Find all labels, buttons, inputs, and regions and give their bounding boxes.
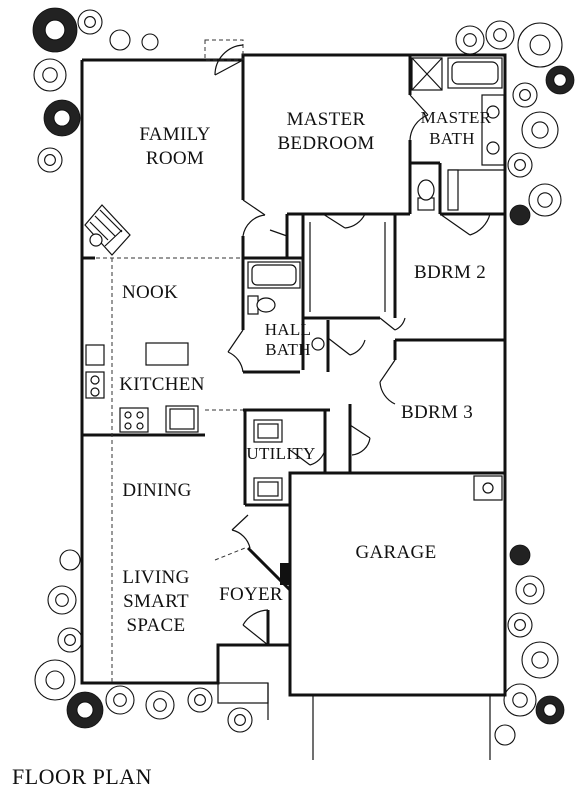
- kitchen-island-icon: [145, 342, 189, 366]
- master-bedroom-label-2: BEDROOM: [277, 133, 374, 154]
- water-heater-icon: [473, 475, 503, 501]
- foyer-column: [280, 563, 289, 585]
- fixtures: [84, 57, 505, 760]
- shrub-icon: [543, 703, 557, 717]
- shrub-icon: [53, 109, 71, 127]
- shrub-icon: [553, 73, 567, 87]
- shrub-icon: [514, 159, 526, 171]
- shrub-icon: [141, 33, 159, 51]
- shrub-icon: [512, 692, 528, 708]
- utility-label: UTILITY: [246, 444, 315, 463]
- washer-icon: [253, 419, 283, 443]
- shrub-icon: [531, 121, 549, 139]
- hall-bath-label: HALL: [265, 320, 312, 339]
- kitchen-label: KITCHEN: [119, 374, 204, 395]
- toilet-icon: [417, 179, 435, 211]
- shrub-icon: [42, 67, 58, 83]
- shrub-icon: [519, 89, 531, 101]
- room-labels: FAMILY ROOM MASTER BEDROOM MASTER BATH N…: [119, 108, 491, 636]
- walkway: [217, 682, 269, 704]
- shrub-icon: [529, 34, 551, 56]
- shrub-icon: [493, 28, 507, 42]
- floor-plan-title: FLOOR PLAN: [12, 764, 152, 789]
- foyer-label: FOYER: [219, 584, 283, 605]
- bdrm3-label: BDRM 3: [401, 402, 473, 423]
- refrigerator-icon: [165, 405, 199, 433]
- master-bath-label-2: BATH: [429, 129, 475, 148]
- shrub-icon: [234, 714, 246, 726]
- shrub-icon: [514, 619, 526, 631]
- vanity-sinks-icon: [447, 94, 505, 211]
- fireplace-icon: [84, 204, 131, 256]
- landscaping-shrubs: [32, 7, 575, 746]
- bdrm2-label: BDRM 2: [414, 262, 486, 283]
- shrub-icon: [537, 192, 553, 208]
- dining-label: DINING: [122, 480, 191, 501]
- shrub-icon: [531, 651, 549, 669]
- living-label: LIVING: [122, 567, 189, 588]
- shrub-icon: [463, 33, 477, 47]
- shrub-icon: [153, 698, 167, 712]
- family-room-label: FAMILY: [139, 124, 210, 145]
- dryer-icon: [253, 477, 283, 501]
- shrub-icon: [55, 593, 69, 607]
- living-label-3: SPACE: [127, 615, 186, 636]
- family-room-label-2: ROOM: [146, 148, 204, 169]
- master-bath-label: MASTER: [421, 108, 492, 127]
- shrub-icon: [194, 694, 206, 706]
- shrub-icon: [509, 204, 531, 226]
- shrub-icon: [59, 549, 81, 571]
- shower-icon: [411, 57, 443, 91]
- hall-sink-icon: [311, 337, 325, 351]
- master-bedroom-label: MASTER: [287, 109, 366, 130]
- shrub-icon: [109, 29, 131, 51]
- shrub-icon: [113, 693, 127, 707]
- shrub-icon: [76, 701, 94, 719]
- stove-icon: [119, 407, 149, 433]
- shrub-icon: [84, 16, 96, 28]
- hall-bathtub-icon: [247, 261, 301, 289]
- shrub-icon: [64, 634, 76, 646]
- shrub-icon: [45, 670, 65, 690]
- doors: [204, 39, 491, 646]
- hall-bath-label-2: BATH: [265, 340, 311, 359]
- kitchen-sink-icon: [85, 344, 105, 399]
- shrub-icon: [523, 583, 537, 597]
- bathtub-icon: [447, 57, 503, 89]
- shrub-icon: [494, 724, 516, 746]
- living-label-2: SMART: [123, 591, 189, 612]
- shrub-icon: [44, 154, 56, 166]
- shrub-icon: [509, 544, 531, 566]
- nook-label: NOOK: [122, 282, 178, 303]
- hall-toilet-icon: [247, 295, 276, 315]
- shrub-icon: [44, 19, 66, 41]
- garage-label: GARAGE: [356, 542, 437, 563]
